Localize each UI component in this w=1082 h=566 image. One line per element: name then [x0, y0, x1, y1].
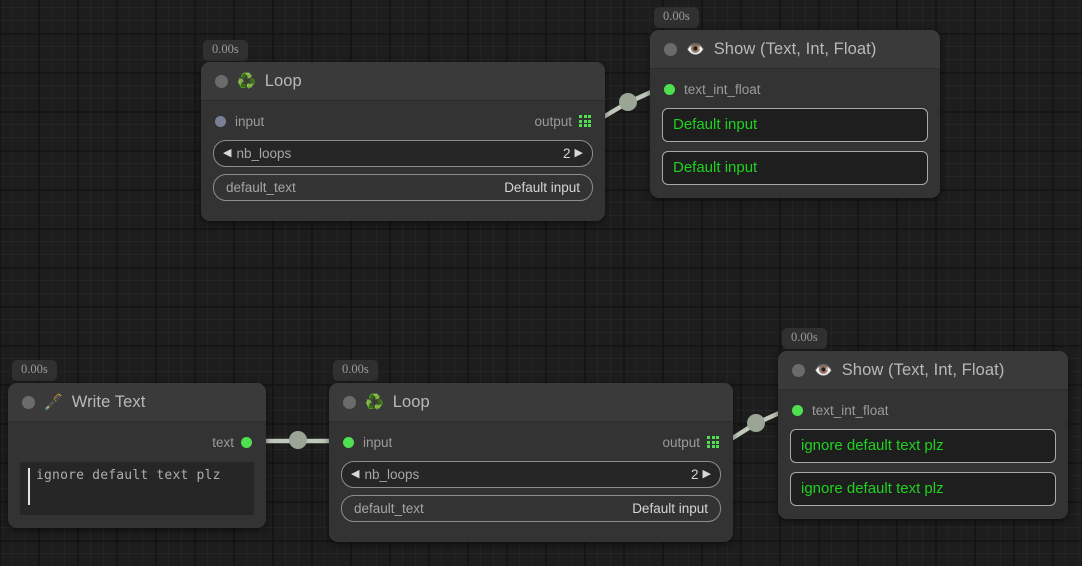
output-port-loop-bot[interactable]: output [662, 435, 719, 450]
input-port-label: text_int_float [684, 81, 761, 97]
output-port-label: text [212, 434, 234, 450]
node-header-write-text[interactable]: 🖋️ Write Text [8, 383, 266, 422]
input-port-label: input [235, 113, 265, 129]
input-port-loop-top[interactable]: input [215, 114, 264, 129]
node-title: Show (Text, Int, Float) [713, 39, 877, 58]
output-value-box-2: Default input [662, 151, 928, 185]
grid-array-icon[interactable] [707, 436, 719, 448]
port-row-show-top: text_int_float [664, 79, 926, 99]
param-value-nb-loops[interactable]: 2 [691, 467, 699, 482]
node-timestamp-write-text: 0.00s [12, 360, 57, 381]
node-timestamp-show-bot: 0.00s [782, 328, 827, 349]
node-body-loop-bot: input output ◀ nb_loops 2 ▶ default_te [329, 422, 733, 542]
port-row-loop-bot: input output [343, 432, 719, 452]
node-body-loop-top: input output ◀ nb_loops 2 ▶ default_te [201, 101, 605, 221]
node-title: Show (Text, Int, Float) [841, 360, 1005, 379]
input-port-label: text_int_float [812, 402, 889, 418]
node-title: Write Text [71, 392, 146, 411]
port-row-show-bot: text_int_float [792, 400, 1054, 420]
text-editor-field[interactable]: ignore default text plz [20, 462, 254, 515]
port-row-write-text: text [22, 432, 252, 452]
output-value-box-1: Default input [662, 108, 928, 142]
node-header-loop-bot[interactable]: ♻️ Loop [329, 383, 733, 422]
param-stepper-nb-loops[interactable]: ◀ nb_loops 2 ▶ [341, 461, 721, 488]
param-value-default-text[interactable]: Default input [504, 180, 580, 195]
node-title: Loop [264, 71, 302, 90]
param-name-nb-loops: nb_loops [364, 467, 420, 482]
output-socket-icon[interactable] [241, 436, 252, 448]
param-value-default-text[interactable]: Default input [632, 501, 708, 516]
node-collapse-dot[interactable] [215, 74, 228, 88]
param-name-nb-loops: nb_loops [236, 146, 292, 161]
text-caret [28, 468, 30, 505]
recycle-icon: ♻️ [365, 393, 384, 411]
param-name-default-text: default_text [226, 180, 296, 195]
eye-icon: 👁️ [814, 361, 833, 379]
node-header-show-bot[interactable]: 👁️ Show (Text, Int, Float) [778, 351, 1068, 390]
node-collapse-dot[interactable] [792, 363, 805, 377]
input-socket-icon[interactable] [343, 436, 354, 448]
output-port-loop-top[interactable]: output [534, 114, 591, 129]
right-arrow-icon[interactable]: ▶ [702, 468, 711, 480]
param-name-default-text: default_text [354, 501, 424, 516]
right-arrow-icon[interactable]: ▶ [574, 147, 583, 159]
node-collapse-dot[interactable] [664, 42, 677, 56]
input-port-show-top[interactable]: text_int_float [664, 82, 761, 97]
param-value-nb-loops[interactable]: 2 [563, 146, 571, 161]
param-field-default-text[interactable]: default_text Default input [341, 495, 721, 522]
node-show-bot[interactable]: 👁️ Show (Text, Int, Float) text_int_floa… [778, 351, 1068, 519]
node-loop-top[interactable]: ♻️ Loop input output ◀ nb_loops [201, 62, 605, 221]
pen-nib-icon: 🖋️ [44, 393, 63, 411]
node-body-write-text: text ignore default text plz [8, 422, 266, 528]
edge-handle-write-text-to-loop-bot[interactable] [289, 431, 307, 449]
node-collapse-dot[interactable] [343, 395, 356, 409]
node-collapse-dot[interactable] [22, 395, 35, 409]
input-socket-icon[interactable] [792, 404, 803, 416]
edge-handle-loop-top-to-show-top[interactable] [619, 93, 637, 111]
left-arrow-icon[interactable]: ◀ [351, 468, 360, 480]
output-port-write-text[interactable]: text [212, 435, 252, 450]
node-show-top[interactable]: 👁️ Show (Text, Int, Float) text_int_floa… [650, 30, 940, 198]
output-port-label: output [534, 113, 572, 129]
input-port-label: input [363, 434, 393, 450]
node-header-loop-top[interactable]: ♻️ Loop [201, 62, 605, 101]
output-port-label: output [662, 434, 700, 450]
node-header-show-top[interactable]: 👁️ Show (Text, Int, Float) [650, 30, 940, 69]
left-arrow-icon[interactable]: ◀ [223, 147, 232, 159]
input-socket-icon[interactable] [664, 83, 675, 95]
node-timestamp-loop-bot: 0.00s [333, 360, 378, 381]
input-socket-icon[interactable] [215, 115, 226, 127]
node-body-show-bot: text_int_float ignore default text plz i… [778, 390, 1068, 519]
input-port-show-bot[interactable]: text_int_float [792, 403, 889, 418]
node-timestamp-show-top: 0.00s [654, 7, 699, 28]
output-value-box-2: ignore default text plz [790, 472, 1056, 506]
node-loop-bot[interactable]: ♻️ Loop input output ◀ nb_loops [329, 383, 733, 542]
node-write-text[interactable]: 🖋️ Write Text text ignore default text p… [8, 383, 266, 528]
edge-handle-loop-bot-to-show-bot[interactable] [747, 414, 765, 432]
input-port-loop-bot[interactable]: input [343, 435, 392, 450]
port-row-loop-top: input output [215, 111, 591, 131]
node-timestamp-loop-top: 0.00s [203, 40, 248, 61]
recycle-icon: ♻️ [237, 72, 256, 90]
param-stepper-nb-loops[interactable]: ◀ nb_loops 2 ▶ [213, 140, 593, 167]
eye-icon: 👁️ [686, 40, 705, 58]
node-body-show-top: text_int_float Default input Default inp… [650, 69, 940, 198]
output-value-box-1: ignore default text plz [790, 429, 1056, 463]
param-field-default-text[interactable]: default_text Default input [213, 174, 593, 201]
node-title: Loop [392, 392, 430, 411]
grid-array-icon[interactable] [579, 115, 591, 127]
text-editor-value: ignore default text plz [36, 468, 221, 483]
